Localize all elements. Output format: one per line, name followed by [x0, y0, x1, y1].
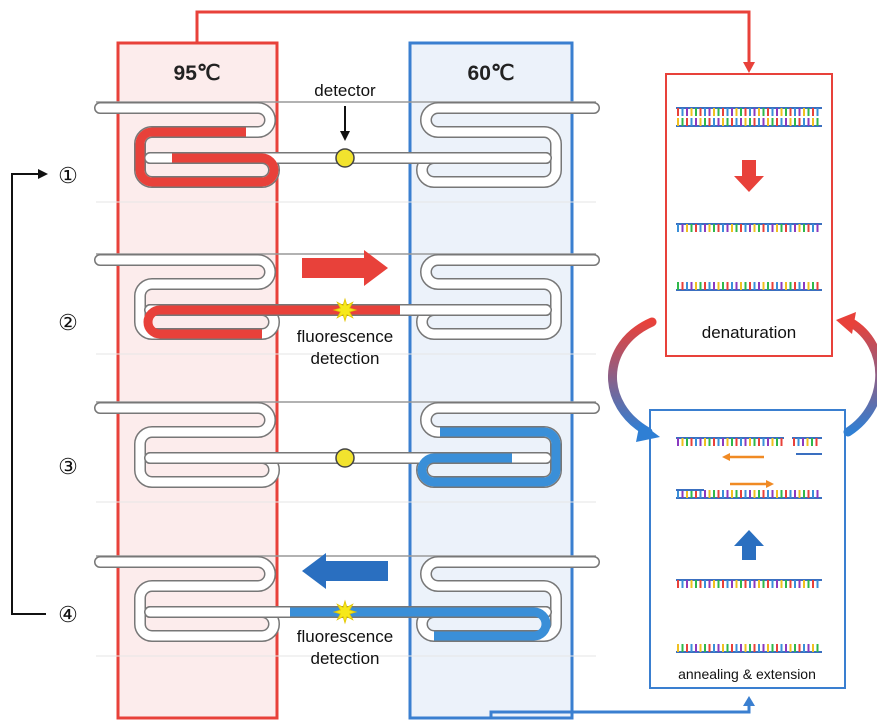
detector-1 — [335, 148, 355, 168]
denaturation-panel — [665, 73, 833, 357]
primer-1-head — [722, 453, 730, 461]
anneal-strand-2 — [676, 490, 822, 499]
cycle-return-line — [11, 173, 46, 615]
sample-plug-3 — [417, 427, 561, 487]
bottom-connector-arrowhead — [743, 696, 755, 706]
fluorescence-label-2a: fluorescence — [297, 327, 393, 346]
dna-single-bottom — [676, 282, 822, 291]
fluorescence-label-4b: detection — [311, 649, 380, 668]
step-3-label: ③ — [58, 454, 78, 479]
dna-duplex-bottom — [676, 118, 822, 127]
top-connector — [195, 10, 751, 64]
denature-down-arrow — [734, 160, 764, 192]
serpentine-right — [416, 254, 600, 340]
serpentine-left — [94, 402, 280, 488]
fluorescence-label-4a: fluorescence — [297, 627, 393, 646]
fluorescence-spark-2 — [332, 297, 358, 323]
cool-zone-label: 60℃ — [468, 62, 515, 85]
dna-single-top — [676, 223, 822, 232]
serpentine-left — [94, 254, 280, 340]
move-right-arrow — [302, 250, 388, 286]
step-4-label: ④ — [58, 602, 78, 627]
serpentine-right — [416, 556, 600, 642]
fluorescence-spark-4 — [332, 599, 358, 625]
annealing-label: annealing & extension — [678, 666, 816, 682]
cycle-arrow-left — [608, 317, 657, 437]
anneal-strand-3 — [676, 579, 822, 588]
cycle-arrow-right-head — [836, 312, 856, 334]
serpentine-right — [416, 102, 600, 188]
fluorescence-label-2b: detection — [311, 349, 380, 368]
detector-3 — [335, 448, 355, 468]
dna-duplex-top — [676, 107, 822, 116]
sample-plug-4 — [290, 607, 551, 641]
step-2-label: ② — [58, 310, 78, 335]
step-1-label: ① — [58, 163, 78, 188]
dna-strands — [676, 107, 822, 653]
sample-plug-1 — [135, 127, 279, 187]
bottom-connector — [489, 704, 751, 718]
denaturation-label: denaturation — [702, 323, 797, 342]
top-connector-arrowhead — [743, 62, 755, 73]
detector-label: detector — [314, 81, 376, 100]
anneal-strand-1 — [676, 437, 784, 446]
anneal-up-arrow — [734, 530, 764, 560]
move-left-arrow — [302, 553, 388, 589]
cycle-return-arrowhead — [38, 169, 48, 179]
hot-zone-label: 95℃ — [174, 62, 221, 85]
serpentine-channels — [94, 101, 600, 657]
sample-plug-2 — [143, 305, 400, 339]
primer-2-head — [766, 480, 774, 488]
cycle-arrow-right — [843, 317, 877, 437]
detector-pointer-head — [340, 131, 350, 141]
anneal-strand-1b — [792, 437, 822, 446]
cycle-arrow-left-head — [636, 422, 660, 442]
anneal-strand-4 — [676, 644, 822, 653]
serpentine-left — [94, 556, 280, 642]
